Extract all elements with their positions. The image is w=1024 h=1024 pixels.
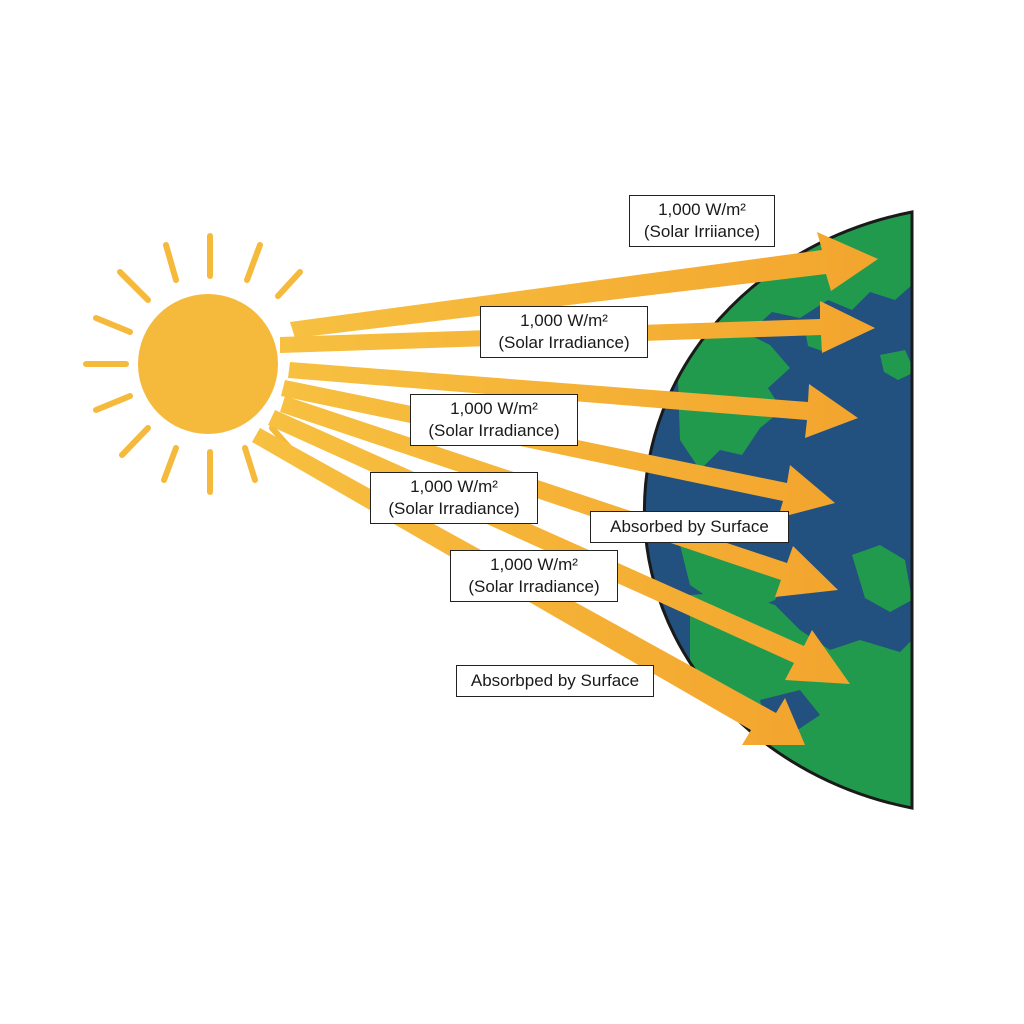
- arrow-2: [280, 301, 875, 353]
- irradiance-label-1-caption: (Solar Irriiance): [643, 222, 761, 241]
- continent-east-south: [852, 545, 912, 612]
- irradiance-label-4-caption: (Solar Irradiance): [388, 499, 520, 518]
- irradiance-label-3: 1,000 W/m² (Solar Irradiance): [410, 394, 578, 446]
- sun-disc: [138, 294, 278, 434]
- absorbed-label-2: Absorbped by Surface: [456, 665, 654, 697]
- irradiance-label-4: 1,000 W/m² (Solar Irradiance): [370, 472, 538, 524]
- absorbed-label-2-text: Absorbped by Surface: [470, 671, 640, 690]
- irradiance-label-5-caption: (Solar Irradiance): [468, 577, 600, 596]
- sun-rays: [83, 233, 303, 495]
- irradiance-label-4-value: 1,000 W/m²: [410, 477, 498, 496]
- arrow-5: [280, 396, 838, 597]
- irradiance-label-2: 1,000 W/m² (Solar Irradiance): [480, 306, 648, 358]
- irradiance-label-2-value: 1,000 W/m²: [520, 311, 608, 330]
- irradiance-label-3-value: 1,000 W/m²: [450, 399, 538, 418]
- sun-icon: [83, 233, 303, 495]
- arrow-1: [290, 232, 878, 338]
- irradiance-label-2-caption: (Solar Irradiance): [498, 333, 630, 352]
- irradiance-label-1-value: 1,000 W/m²: [658, 200, 746, 219]
- irradiance-label-5-value: 1,000 W/m²: [490, 555, 578, 574]
- absorbed-label-1: Absorbed by Surface: [590, 511, 789, 543]
- irradiance-label-3-caption: (Solar Irradiance): [428, 421, 560, 440]
- absorbed-label-1-text: Absorbed by Surface: [610, 517, 769, 536]
- irradiance-label-1: 1,000 W/m² (Solar Irriiance): [629, 195, 775, 247]
- island-right: [880, 350, 912, 380]
- irradiance-label-5: 1,000 W/m² (Solar Irradiance): [450, 550, 618, 602]
